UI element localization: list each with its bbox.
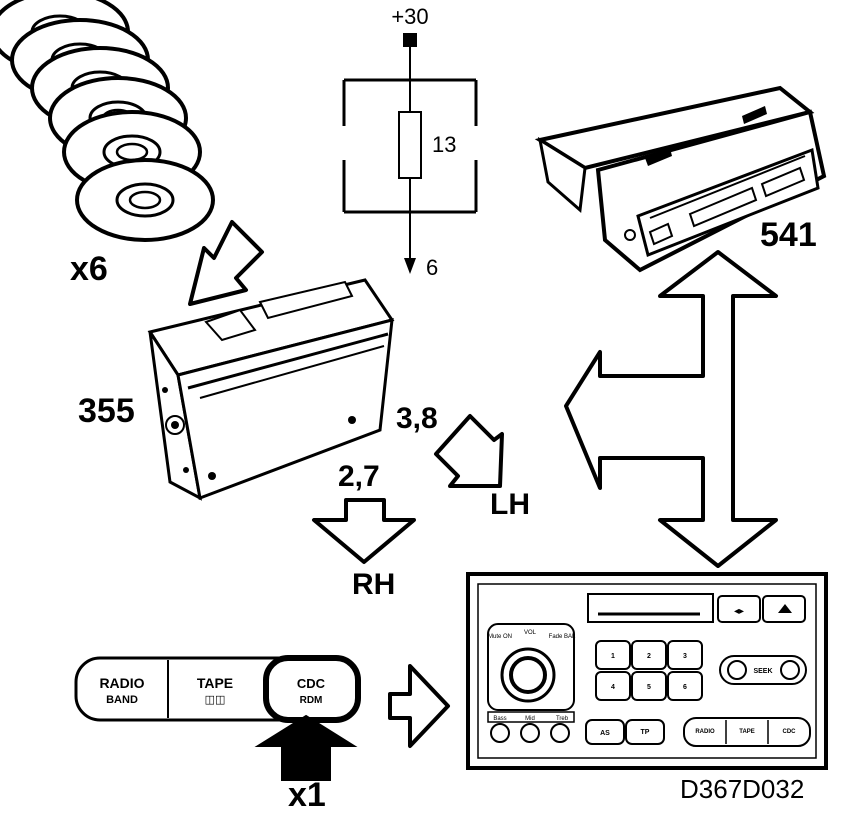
head-unit-number-label: 541	[760, 216, 817, 254]
head-unit-541	[534, 85, 827, 273]
tape-panel-label[interactable]: TAPE	[739, 729, 755, 735]
supply-terminal	[403, 33, 417, 47]
preset-label: 2	[647, 653, 651, 660]
insert-discs-arrow	[188, 220, 264, 306]
tp-button[interactable]	[625, 719, 665, 745]
radio-button-line2[interactable]: BAND	[106, 694, 138, 706]
cdc-button-line2[interactable]: RDM	[300, 695, 323, 706]
mute-label: Mute ON	[488, 634, 512, 640]
plus30-label: +30	[391, 4, 428, 29]
ff-rew-button[interactable]	[717, 595, 761, 623]
tape-button-line2[interactable]: ◫◫	[205, 694, 226, 706]
preset-button[interactable]	[667, 671, 703, 701]
cd-changer-355	[147, 278, 395, 501]
cdc-panel-label[interactable]: CDC	[783, 729, 797, 735]
source-button-strip: RADIO BAND TAPE ◫◫ CDC RDM	[74, 655, 361, 723]
rh-output-arrow	[312, 498, 416, 564]
bass-label: Bass	[493, 716, 506, 722]
preset-label: 3	[683, 653, 687, 660]
mid-knob[interactable]	[520, 723, 540, 743]
preset-buttons: 1 2 3 4 5 6	[595, 640, 703, 701]
head-unit-front-panel: ◂▸ Mute ON VOL Fade BAL Bass Mid Treb 1 …	[466, 572, 828, 770]
preset-label: 4	[611, 684, 615, 691]
rh-label: RH	[352, 568, 395, 601]
disc-6	[75, 158, 215, 242]
output-6-label: 6	[426, 255, 438, 280]
mid-label: Mid	[525, 716, 535, 722]
fade-label: Fade BAL	[549, 634, 576, 640]
wire-arrowhead	[404, 258, 416, 274]
disc-stack	[0, 0, 215, 242]
preset-label: 5	[647, 684, 651, 691]
press-arrow	[254, 714, 358, 781]
lh-output-arrow	[434, 414, 504, 488]
pins-rh-label: 2,7	[338, 460, 380, 493]
as-button[interactable]	[585, 719, 625, 745]
lh-label: LH	[490, 488, 530, 521]
preset-label: 6	[683, 684, 687, 691]
preset-label: 1	[611, 653, 615, 660]
bass-knob[interactable]	[490, 723, 510, 743]
drawing-code-label: D367D032	[680, 774, 804, 804]
eject-icon	[778, 604, 792, 613]
fuse-box-outline	[342, 78, 478, 214]
cassette-slot	[587, 593, 714, 623]
cdc-button-line1[interactable]: CDC	[297, 676, 326, 691]
radio-panel-label[interactable]: RADIO	[695, 729, 715, 735]
preset-button[interactable]	[595, 671, 631, 701]
preset-button[interactable]	[631, 671, 667, 701]
tape-button-line1[interactable]: TAPE	[197, 675, 233, 691]
seek-label: SEEK	[753, 668, 772, 675]
preset-button[interactable]	[631, 640, 667, 670]
treb-knob[interactable]	[550, 723, 570, 743]
disc-count-label: x6	[70, 250, 108, 288]
seek-up-icon	[780, 660, 800, 680]
preset-button[interactable]	[667, 640, 703, 670]
fuse-circuit: +30 13 6	[342, 4, 478, 280]
to-head-unit-arrow	[388, 664, 450, 748]
fuse-number-label: 13	[432, 132, 456, 157]
press-count-label: x1	[288, 776, 326, 814]
bidirectional-link-arrow	[564, 250, 778, 568]
seek-down-icon	[727, 660, 747, 680]
treb-label: Treb	[556, 716, 569, 722]
pins-lh-label: 3,8	[396, 402, 438, 435]
preset-button[interactable]	[595, 640, 631, 670]
as-label: AS	[600, 730, 610, 737]
changer-number-label: 355	[78, 392, 135, 430]
radio-button-line1[interactable]: RADIO	[99, 675, 144, 691]
tp-label: TP	[641, 729, 650, 736]
ff-rew-icon: ◂▸	[734, 606, 744, 617]
fuse-13	[398, 111, 422, 179]
vol-label: VOL	[524, 630, 537, 636]
